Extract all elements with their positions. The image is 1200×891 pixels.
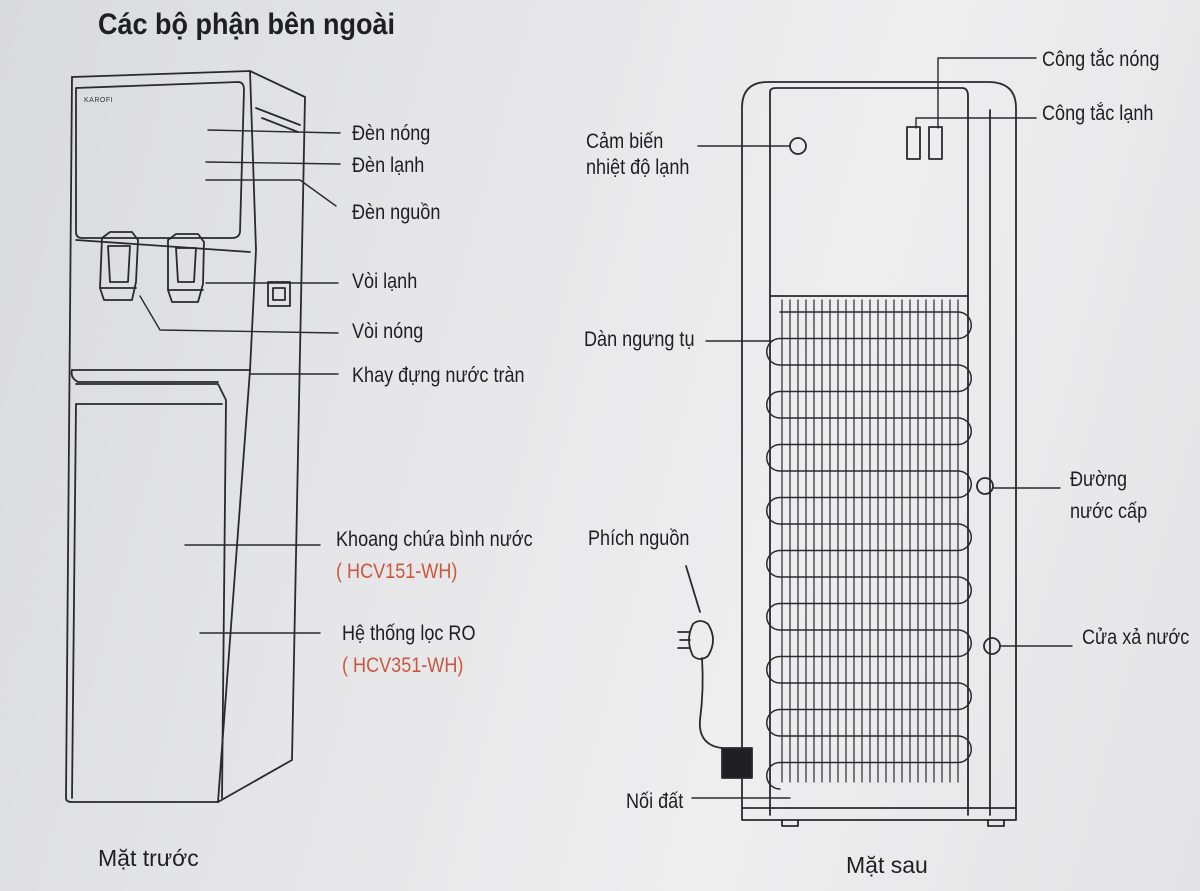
label-inlet-line2: nước cấp <box>1070 500 1148 523</box>
label-cold-light: Đèn lạnh <box>352 154 425 177</box>
caption-front: Mặt trước <box>98 845 199 871</box>
label-inlet-line1: Đường <box>1070 468 1128 491</box>
back-leader-lines <box>691 57 1073 799</box>
page-title: Các bộ phận bên ngoài <box>98 8 396 41</box>
back-switches <box>906 126 943 160</box>
label-drip-tray: Khay đựng nước tràn <box>352 364 525 387</box>
front-drip-tray <box>70 369 251 383</box>
front-lower-cabinet <box>71 383 227 799</box>
label-sensor-line1: Cảm biến <box>586 130 664 153</box>
front-dispenser-body <box>65 70 306 803</box>
label-bottle-model: ( HCV151-WH) <box>336 560 458 583</box>
label-hot-tap: Vòi nóng <box>352 320 424 343</box>
label-ro-filter: Hệ thống lọc RO <box>342 622 476 645</box>
cold-temperature-sensor <box>789 137 807 155</box>
front-leader-lines <box>139 129 341 634</box>
label-bottle-compartment: Khoang chứa bình nước <box>336 528 533 551</box>
label-condenser: Dàn ngưng tụ <box>584 328 695 351</box>
label-cold-switch: Công tắc lạnh <box>1042 102 1154 125</box>
front-side-button <box>267 281 291 307</box>
label-hot-switch: Công tắc nóng <box>1042 48 1160 71</box>
water-inlet-port <box>976 477 994 495</box>
front-control-panel <box>75 81 251 253</box>
back-dispenser-frame <box>741 81 1017 827</box>
label-hot-light: Đèn nóng <box>352 122 431 145</box>
front-faucets <box>99 231 205 303</box>
label-sensor-line2: nhiệt độ lạnh <box>586 156 690 179</box>
power-plug <box>677 565 723 749</box>
label-ground: Nối đất <box>626 790 684 813</box>
label-power-light: Đèn nguồn <box>352 201 441 224</box>
label-power-plug: Phích nguồn <box>588 527 690 550</box>
label-drain: Cửa xả nước <box>1082 626 1190 649</box>
label-ro-model: ( HCV351-WH) <box>342 654 464 677</box>
condenser-coil <box>766 299 972 790</box>
caption-back: Mặt sau <box>846 852 928 878</box>
ground-terminal <box>721 747 753 779</box>
label-cold-tap: Vòi lạnh <box>352 270 418 293</box>
brand-logo-text: KAROFI <box>84 97 114 104</box>
drain-port <box>983 637 1001 655</box>
